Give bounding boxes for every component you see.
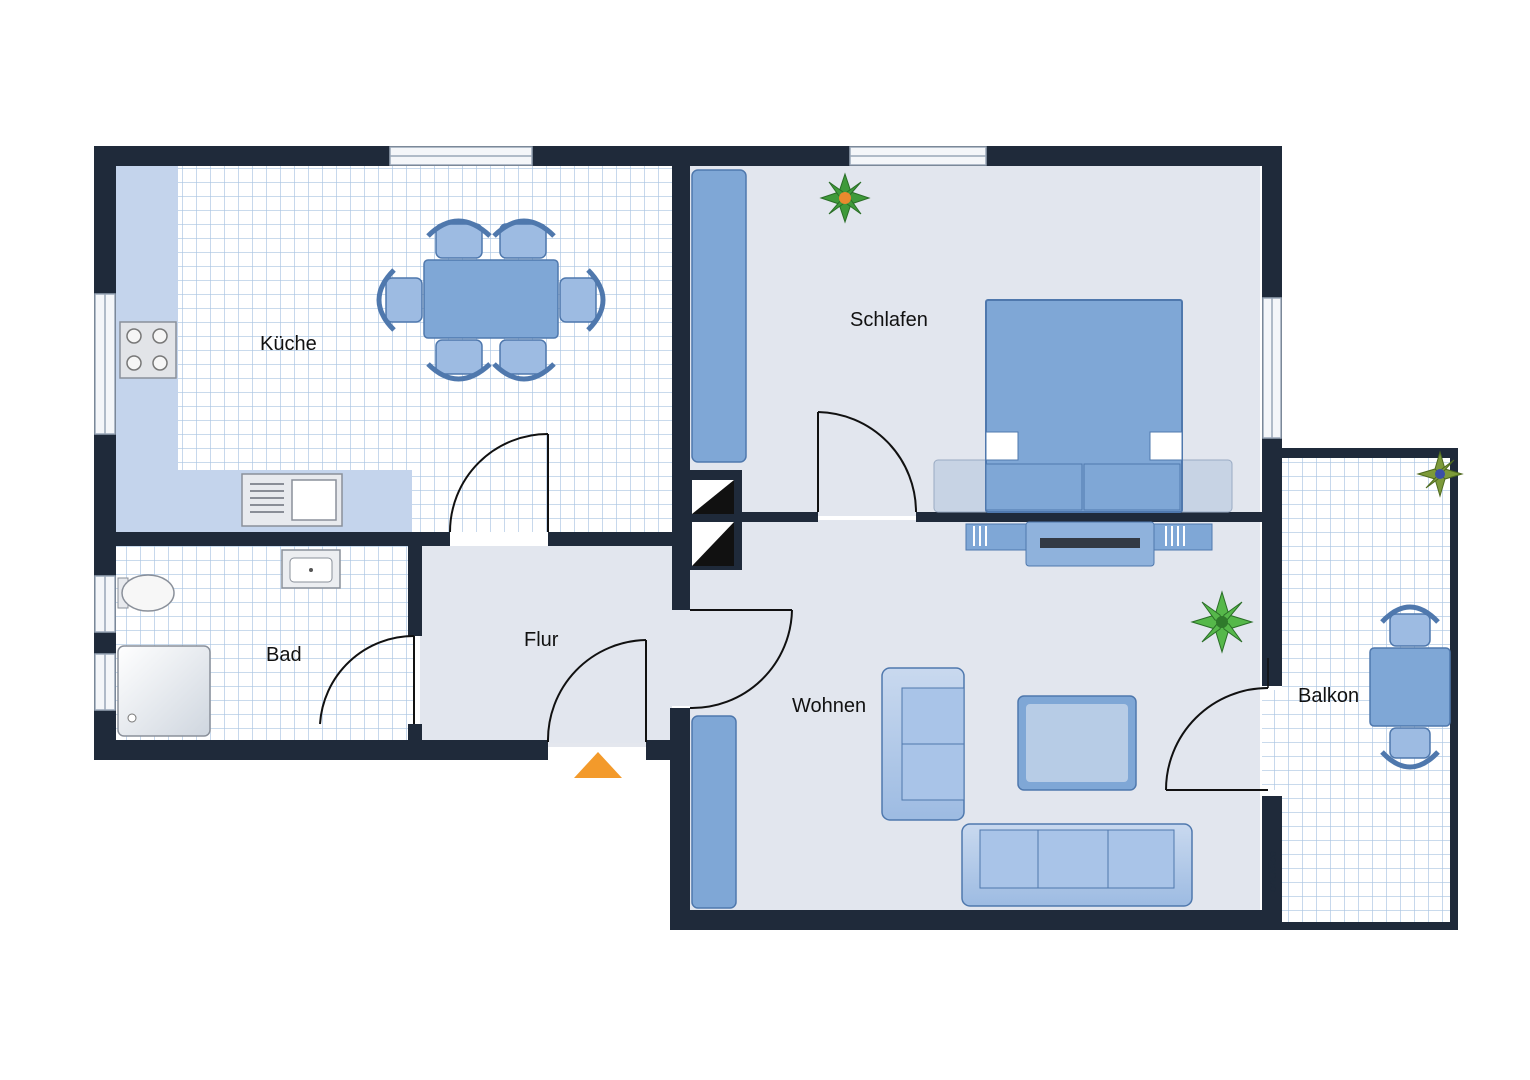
floors: [116, 166, 1452, 926]
kitchen-sink: [241, 473, 343, 527]
plant-icon: [819, 172, 871, 224]
room-label-wohnen: Wohnen: [792, 695, 866, 717]
cabinet-living: [691, 715, 737, 909]
entry-arrow-icon: [574, 752, 622, 778]
plant-icon: [1416, 450, 1464, 498]
hall-floor: [420, 546, 672, 744]
plant-icon: [1190, 590, 1254, 654]
room-label-flur: Flur: [524, 629, 559, 651]
balcony-dining-set: [1369, 604, 1451, 770]
room-label-kueche: Küche: [260, 333, 317, 355]
bath-sink: [281, 549, 341, 589]
wardrobe-bedroom: [691, 169, 747, 463]
room-label-schlafen: Schlafen: [850, 309, 928, 331]
windows: [94, 146, 1282, 711]
shower: [117, 645, 211, 737]
balcony-door-floor: [1262, 690, 1284, 790]
kitchen-dining-set: [376, 218, 606, 382]
doors: [319, 411, 1269, 791]
armchair-sofa: [881, 667, 965, 821]
brand-logo: onOffice: [1267, 851, 1279, 892]
coffee-table: [1017, 695, 1137, 791]
room-label-balkon: Balkon: [1298, 685, 1359, 707]
room-label-bad: Bad: [266, 644, 302, 666]
toilet: [117, 574, 175, 612]
double-bed: [933, 299, 1233, 513]
tv-sideboard: [965, 521, 1213, 567]
stove: [119, 321, 177, 379]
shafts: [692, 480, 734, 566]
sofa-three-seat: [961, 823, 1193, 907]
